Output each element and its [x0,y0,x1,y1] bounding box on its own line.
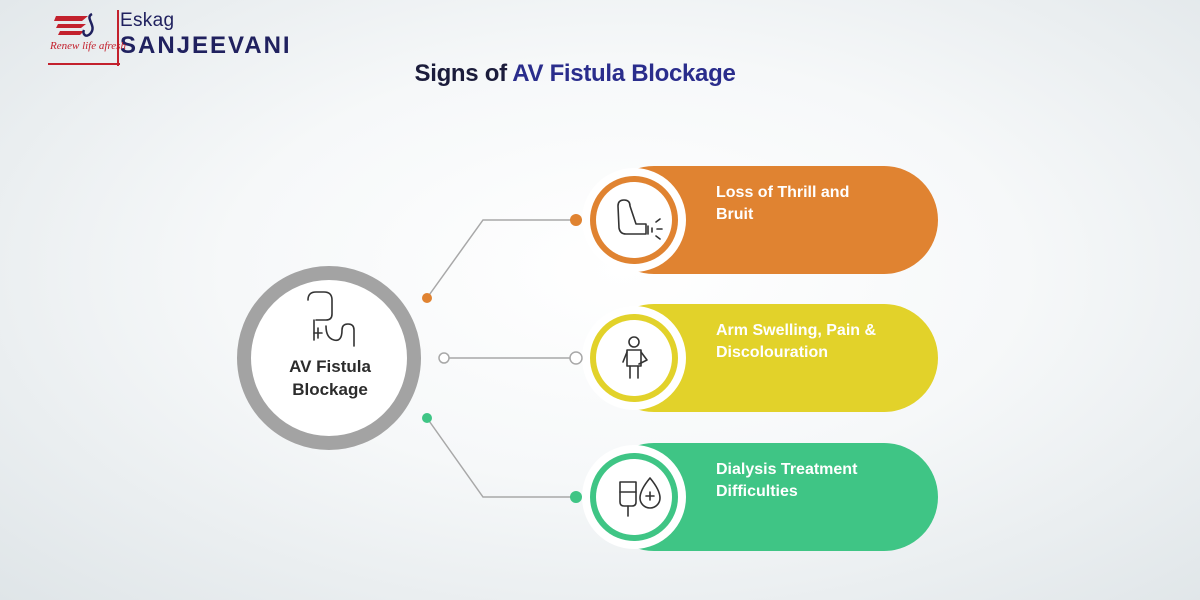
sign-card-3 [570,443,938,551]
title-accent: AV Fistula Blockage [512,60,736,87]
sign-pill-1 [600,166,938,274]
fistula-tube-icon [307,291,355,347]
sign-card-2 [569,304,938,412]
brand-logo: Eskag SANJEEVANI Renew life afresh [48,8,318,68]
logo-brand-top: Eskag [120,10,175,31]
center-inner [252,281,406,435]
sign-label-1-line1: Loss of Thrill and [716,184,850,201]
connector-line-1 [426,219,576,299]
title-prefix: Signs of [414,60,508,87]
center-label-line2: Blockage [292,380,368,399]
sign-pill-2 [600,304,938,412]
junction-dot-2 [438,352,450,364]
sign-label-1-line2: Bruit [716,206,754,223]
junction-dot-3 [422,413,432,423]
sign-label-1: Loss of Thrill and Bruit [716,182,916,226]
center-label-line1: AV Fistula [289,357,371,376]
center-label: AV Fistula Blockage [260,355,400,401]
person-sling-icon [622,336,648,379]
sign-circle-inner-2 [596,320,672,396]
connector-line-3 [426,417,576,498]
iv-bag-drop-icon [619,477,661,517]
junction-dot-1 [422,293,432,303]
sign-dot-1 [570,214,582,226]
logo-mark-icon [48,10,120,66]
sign-circle-inner-3 [596,459,672,535]
sign-card-1 [570,166,938,274]
sign-dot-2 [569,351,583,365]
sign-dot-3 [570,491,582,503]
sign-label-3: Dialysis Treatment Difficulties [716,459,916,503]
sign-label-2: Arm Swelling, Pain & Discolouration [716,320,916,364]
sign-label-3-line2: Difficulties [716,483,798,500]
sign-pill-3 [600,443,938,551]
logo-tagline: Renew life afresh [50,40,126,52]
arm-sound-icon [617,199,663,240]
sign-label-3-line1: Dialysis Treatment [716,461,858,478]
sign-label-2-line1: Arm Swelling, Pain & [716,322,877,339]
page-title: Signs of AV Fistula Blockage [0,60,1150,88]
logo-brand-main: SANJEEVANI [120,32,292,59]
sign-label-2-line2: Discolouration [716,344,829,361]
